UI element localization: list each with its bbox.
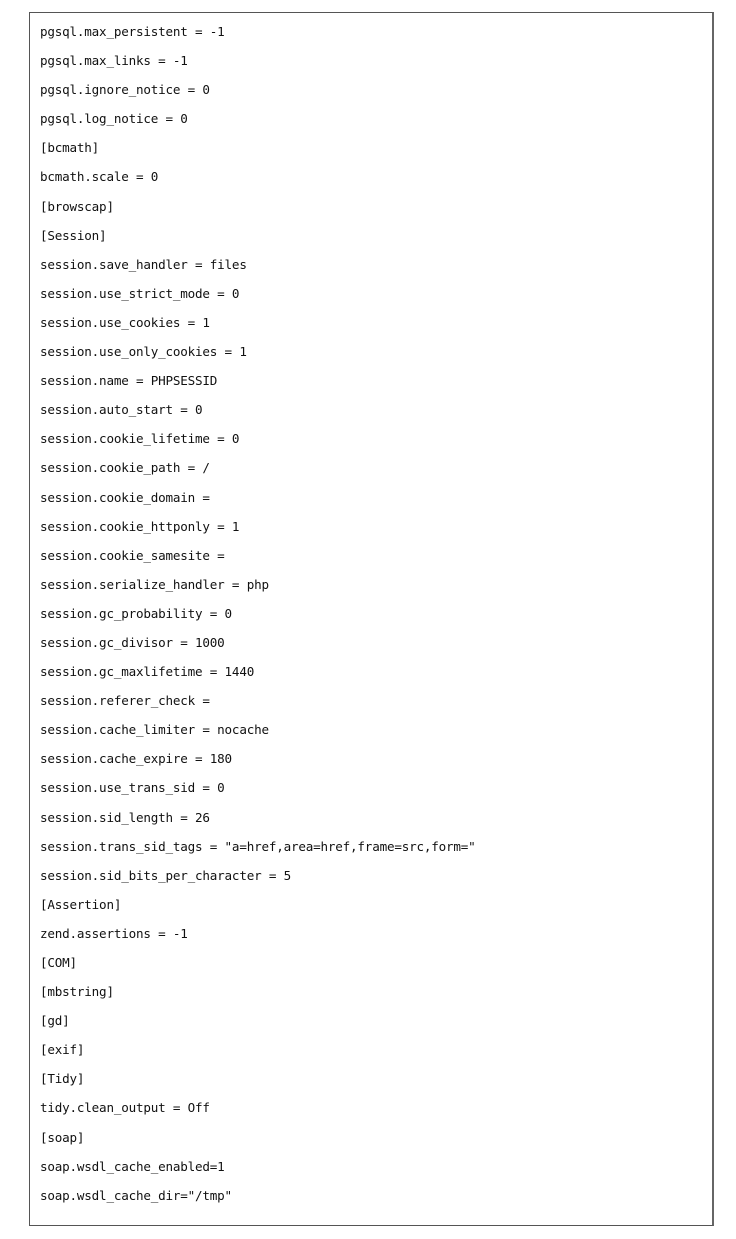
config-line: session.gc_probability = 0 — [40, 605, 232, 621]
config-line: session.use_strict_mode = 0 — [40, 285, 240, 301]
config-line: soap.wsdl_cache_dir="/tmp" — [40, 1187, 232, 1203]
config-line: session.serialize_handler = php — [40, 576, 269, 592]
config-line: session.sid_length = 26 — [40, 809, 210, 825]
config-line: session.sid_bits_per_character = 5 — [40, 867, 291, 883]
config-line: session.cookie_lifetime = 0 — [40, 431, 240, 447]
config-line: pgsql.max_links = -1 — [40, 53, 188, 69]
config-line: session.auto_start = 0 — [40, 402, 203, 418]
config-line: pgsql.max_persistent = -1 — [40, 24, 225, 39]
config-line: [bcmath] — [40, 140, 100, 156]
config-line: soap.wsdl_cache_enabled=1 — [40, 1158, 225, 1174]
config-line: pgsql.log_notice = 0 — [40, 111, 188, 127]
config-line: session.save_handler = files — [40, 256, 247, 272]
config-line: session.trans_sid_tags = "a=href,area=hr… — [40, 838, 476, 854]
config-line: session.referer_check = — [40, 693, 210, 709]
config-line: session.gc_maxlifetime = 1440 — [40, 664, 255, 680]
config-line: bcmath.scale = 0 — [40, 169, 159, 185]
config-line: [COM] — [40, 955, 77, 970]
config-line: [exif] — [40, 1042, 85, 1058]
config-line: session.cache_limiter = nocache — [40, 722, 269, 738]
config-line: [gd] — [40, 1013, 70, 1029]
config-line: [browscap] — [40, 198, 114, 214]
config-line: session.use_trans_sid = 0 — [40, 780, 225, 796]
config-line: pgsql.ignore_notice = 0 — [40, 82, 210, 98]
config-line: zend.assertions = -1 — [40, 925, 188, 941]
config-line: session.name = PHPSESSID — [40, 373, 218, 389]
config-line: session.cookie_path = / — [40, 460, 210, 476]
config-line: [Assertion] — [40, 896, 122, 912]
config-line: [mbstring] — [40, 984, 114, 1000]
config-listing: pgsql.max_persistent = -1 pgsql.max_links… — [29, 12, 714, 1226]
config-line: tidy.clean_output = Off — [40, 1100, 210, 1116]
config-line: session.cache_expire = 180 — [40, 751, 232, 767]
config-line: [soap] — [40, 1129, 85, 1145]
config-line: session.cookie_httponly = 1 — [40, 518, 240, 534]
config-line: [Tidy] — [40, 1071, 85, 1087]
config-line: session.cookie_domain = — [40, 489, 210, 505]
config-line: [Session] — [40, 227, 107, 243]
config-line: session.use_only_cookies = 1 — [40, 344, 247, 360]
config-line: session.cookie_samesite = — [40, 547, 225, 563]
config-line: session.use_cookies = 1 — [40, 314, 210, 330]
config-line: session.gc_divisor = 1000 — [40, 634, 225, 650]
